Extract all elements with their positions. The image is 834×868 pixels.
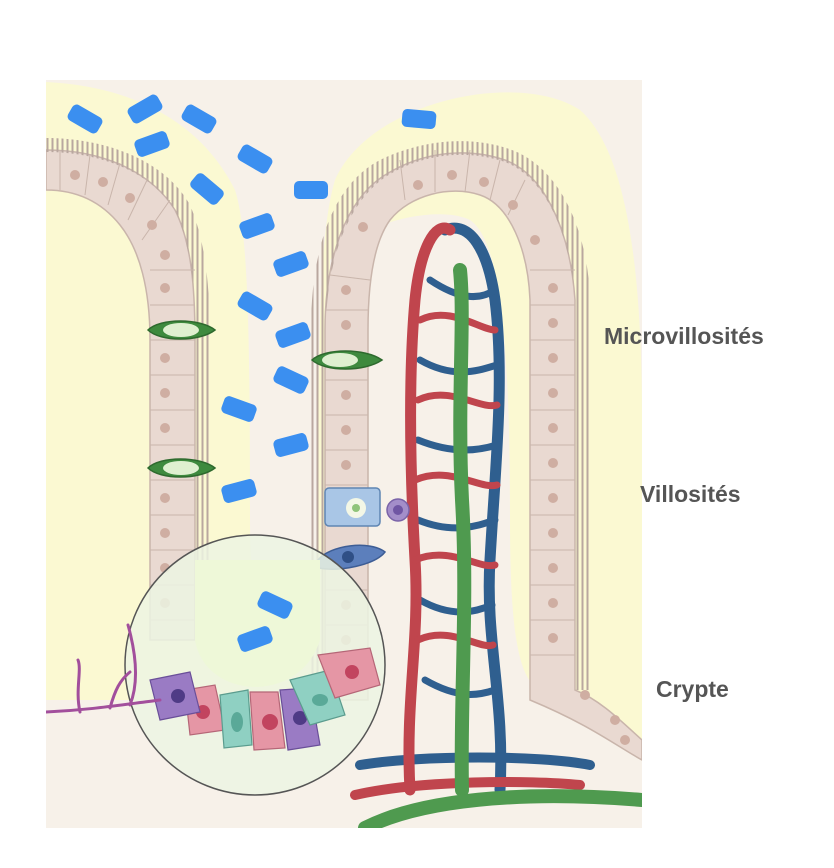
food-particle-icon: [401, 108, 437, 130]
goblet-cell-icon: [146, 320, 217, 340]
label-villi: Villosités: [640, 481, 741, 507]
food-particle-icon: [273, 366, 309, 394]
food-particle-icon: [190, 173, 224, 205]
food-particles: [67, 94, 437, 652]
food-particle-icon: [294, 181, 328, 199]
paneth-cell-icon: [249, 691, 286, 751]
food-particle-icon: [273, 251, 309, 277]
food-particle-icon: [275, 322, 311, 348]
immune-cell-icon: [386, 498, 410, 522]
goblet-cell-icon: [310, 350, 384, 370]
right-villus-microvilli: [311, 141, 590, 700]
label-crypt: Crypte: [656, 676, 729, 702]
food-particle-icon: [221, 479, 257, 503]
food-particle-icon: [127, 94, 163, 124]
label-microvilli: Microvillosités: [604, 323, 764, 349]
food-particle-icon: [273, 433, 309, 457]
paneth-cell-icon: [317, 647, 381, 699]
food-particle-icon: [181, 104, 217, 134]
neuron-icon: [46, 623, 162, 714]
food-particle-icon: [239, 213, 275, 239]
food-particle-icon: [221, 396, 257, 422]
food-particle-icon: [237, 291, 273, 321]
stem-cell-icon: [219, 689, 253, 749]
food-particle-icon: [67, 104, 103, 134]
goblet-cell-icon: [146, 458, 217, 478]
immune-cell-icon: [324, 487, 381, 527]
food-particle-icon: [257, 591, 293, 619]
food-particle-icon: [237, 626, 273, 652]
lacteal: [358, 263, 642, 828]
crypt-zoom: [46, 534, 386, 796]
food-particle-icon: [134, 131, 170, 157]
enteroendocrine-cell-icon: [149, 671, 201, 721]
food-particle-icon: [237, 144, 273, 174]
